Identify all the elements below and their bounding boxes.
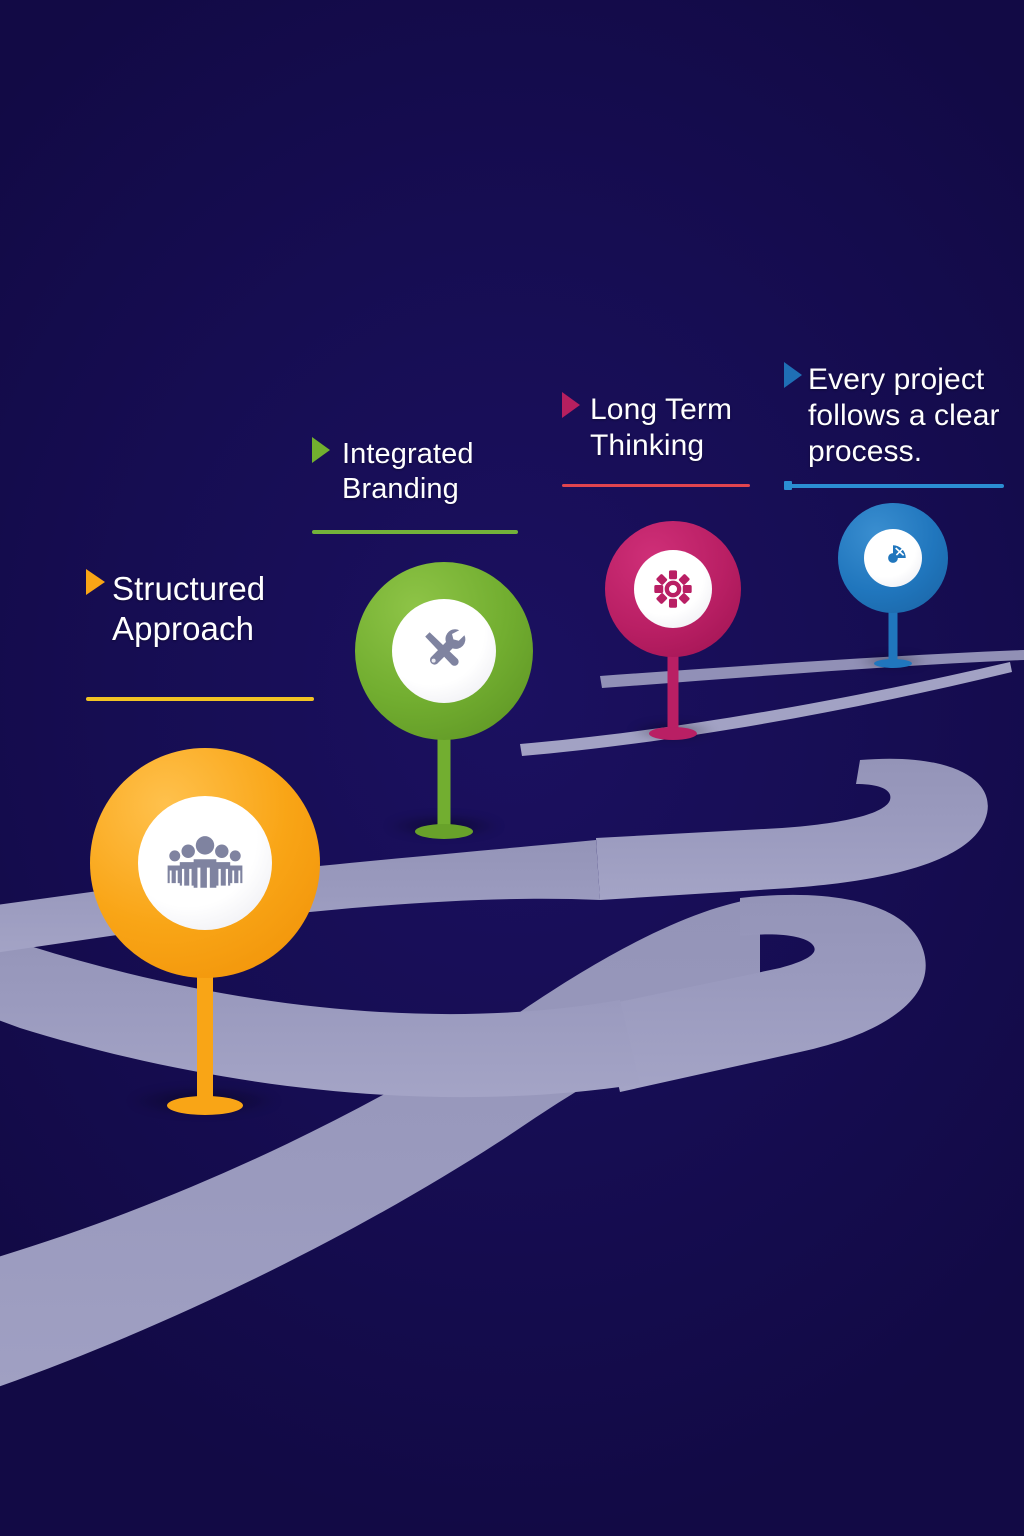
arrow-marker-icon — [562, 392, 580, 418]
pin-icon-disc — [864, 529, 922, 587]
label-underline — [786, 484, 1004, 488]
label-clear-process: Every project follows a clear process. — [784, 362, 1020, 490]
arrow-marker-icon — [784, 362, 802, 388]
road-segment-uturn-upper — [596, 758, 988, 900]
label-text: Integrated Branding — [342, 438, 474, 505]
pin-foot — [874, 659, 912, 668]
tools-wrench-screwdriver-icon — [425, 629, 466, 666]
pin-circle[interactable] — [90, 748, 320, 978]
pin-clear-process[interactable] — [838, 503, 948, 673]
pin-icon-disc — [138, 796, 272, 930]
pin-stem — [888, 603, 898, 665]
road-segment-middle — [0, 935, 640, 1098]
pin-icon-disc — [634, 550, 712, 628]
label-underline — [562, 484, 750, 487]
arrow-marker-icon — [312, 437, 330, 463]
road-segment-uturn-lower — [600, 894, 926, 1092]
label-underline — [86, 697, 314, 701]
label-text: Structured Approach — [112, 570, 266, 647]
pin-circle[interactable] — [605, 521, 741, 657]
pin-integrated-branding[interactable] — [355, 562, 533, 840]
label-text: Every project follows a clear process. — [808, 363, 1000, 468]
label-underline-cap — [784, 481, 792, 490]
label-integrated-branding: Integrated Branding — [312, 437, 520, 534]
gear-icon — [654, 570, 692, 608]
pin-stem — [437, 724, 451, 834]
pin-stem — [197, 958, 213, 1108]
pin-structured-approach[interactable] — [90, 748, 320, 1120]
people-group-icon — [167, 836, 243, 888]
label-structured-approach: Structured Approach — [86, 569, 316, 701]
pin-long-term-thinking[interactable] — [605, 521, 741, 743]
pin-foot — [415, 824, 473, 839]
pin-foot — [649, 727, 697, 740]
pin-circle[interactable] — [838, 503, 948, 613]
label-text: Long Term Thinking — [590, 393, 733, 462]
pie-chart-icon — [880, 545, 906, 571]
arrow-marker-icon — [86, 569, 105, 595]
pin-foot — [167, 1096, 243, 1115]
pin-icon-disc — [392, 599, 496, 703]
road-segment-horizon — [520, 662, 1012, 756]
pin-stem — [667, 645, 679, 735]
pin-circle[interactable] — [355, 562, 533, 740]
label-underline — [312, 530, 518, 534]
label-long-term-thinking: Long Term Thinking — [562, 392, 756, 487]
road-segment-far-horizon — [600, 650, 1024, 688]
